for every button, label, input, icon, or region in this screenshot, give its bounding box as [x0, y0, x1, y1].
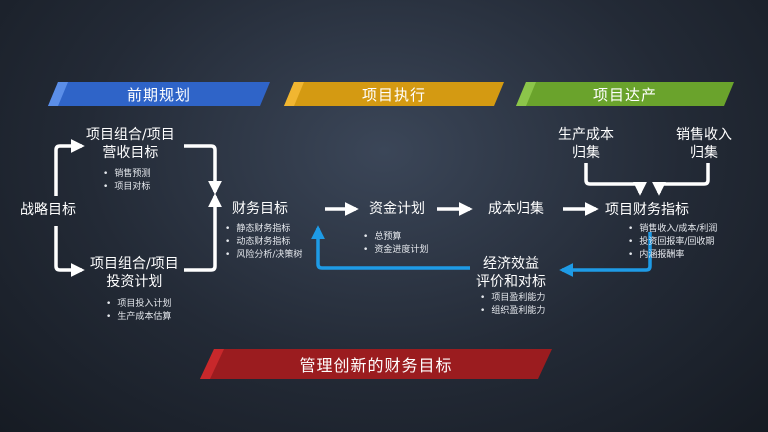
node-line: 生产成本 — [558, 127, 614, 143]
banner-accent — [48, 82, 68, 106]
bullets-investment: 项目投入计划 生产成本估算 — [106, 298, 171, 324]
banner-shape — [48, 82, 270, 106]
arrow-strategy-to-revenue — [54, 139, 85, 196]
arrow-evaluation-to-financial — [311, 225, 470, 270]
node-evaluation: 经济效益 评价和对标 — [476, 255, 546, 291]
node-line: 项目组合/项目 — [86, 127, 175, 143]
node-strategy-target: 战略目标 — [20, 202, 76, 218]
footer-banner-shape — [200, 349, 552, 379]
bullet-item: 组织盈利能力 — [480, 305, 545, 318]
banner-fill — [516, 82, 734, 106]
bullets-funding: 总预算 资金进度计划 — [363, 231, 428, 257]
phase-banner-production: 项目达产 — [516, 82, 734, 106]
bullets-evaluation: 项目盈利能力 组织盈利能力 — [480, 292, 545, 318]
bullet-item: 总预算 — [363, 231, 428, 244]
node-line: 评价和对标 — [476, 274, 546, 290]
banner-fill — [48, 82, 270, 106]
banner-shape — [284, 82, 504, 106]
node-portfolio-revenue: 项目组合/项目 营收目标 — [86, 126, 175, 162]
node-portfolio-investment: 项目组合/项目 投资计划 — [90, 255, 179, 291]
banner-fill — [284, 82, 504, 106]
node-financial-target: 财务目标 — [232, 201, 288, 217]
bullet-item: 销售收入/成本/利润 — [628, 223, 717, 236]
bullet-item: 内涵报酬率 — [628, 249, 717, 262]
bullet-item: 生产成本估算 — [106, 311, 171, 324]
bullets-revenue: 销售预测 项目对标 — [103, 168, 150, 194]
node-line: 归集 — [572, 145, 600, 161]
node-line: 销售收入 — [676, 127, 732, 143]
node-project-financial: 项目财务指标 — [605, 202, 689, 218]
bullet-item: 资金进度计划 — [363, 244, 428, 257]
arrow-investment-to-financial — [184, 193, 222, 272]
node-sales-revenue: 销售收入 归集 — [676, 126, 732, 162]
node-line: 营收目标 — [102, 145, 159, 161]
bullet-item: 投资回报率/回收期 — [628, 236, 717, 249]
banner-accent — [284, 82, 304, 106]
bullet-item: 风险分析/决策树 — [225, 249, 302, 262]
footer-banner-accent — [200, 349, 224, 379]
banner-accent — [516, 82, 536, 106]
node-line: 投资计划 — [106, 274, 163, 290]
bullet-item: 静态财务指标 — [225, 223, 302, 236]
phase-banner-execution: 项目执行 — [284, 82, 504, 106]
arrow-projectfin-to-evaluation — [559, 232, 652, 277]
node-line: 经济效益 — [483, 256, 539, 272]
bullet-item: 销售预测 — [103, 168, 150, 181]
node-production-cost: 生产成本 归集 — [558, 126, 614, 162]
footer-banner-fill — [200, 349, 552, 379]
bullet-item: 动态财务指标 — [225, 236, 302, 249]
bullet-item: 项目对标 — [103, 181, 150, 194]
arrow-revenue-to-financial — [184, 144, 222, 195]
arrow-salesrevenue-to-projectfin — [652, 163, 710, 196]
phase-label-production: 项目达产 — [592, 85, 657, 104]
phase-label-planning: 前期规划 — [126, 85, 191, 104]
node-cost-collection: 成本归集 — [488, 201, 544, 217]
bullets-project-financial: 销售收入/成本/利润 投资回报率/回收期 内涵报酬率 — [628, 223, 717, 262]
phase-banner-planning: 前期规划 — [48, 82, 270, 106]
phase-label-execution: 项目执行 — [361, 85, 426, 104]
arrow-strategy-to-investment — [54, 226, 85, 277]
bullet-item: 项目盈利能力 — [480, 292, 545, 305]
arrow-productioncost-to-projectfin — [584, 163, 647, 196]
node-line: 项目组合/项目 — [90, 256, 179, 272]
bullet-item: 项目投入计划 — [106, 298, 171, 311]
bullets-financial: 静态财务指标 动态财务指标 风险分析/决策树 — [225, 223, 302, 262]
banner-shape — [516, 82, 734, 106]
node-funding-plan: 资金计划 — [369, 201, 425, 217]
node-line: 归集 — [690, 145, 718, 161]
footer-banner-label: 管理创新的财务目标 — [299, 356, 453, 375]
footer-banner: 管理创新的财务目标 — [200, 349, 552, 379]
